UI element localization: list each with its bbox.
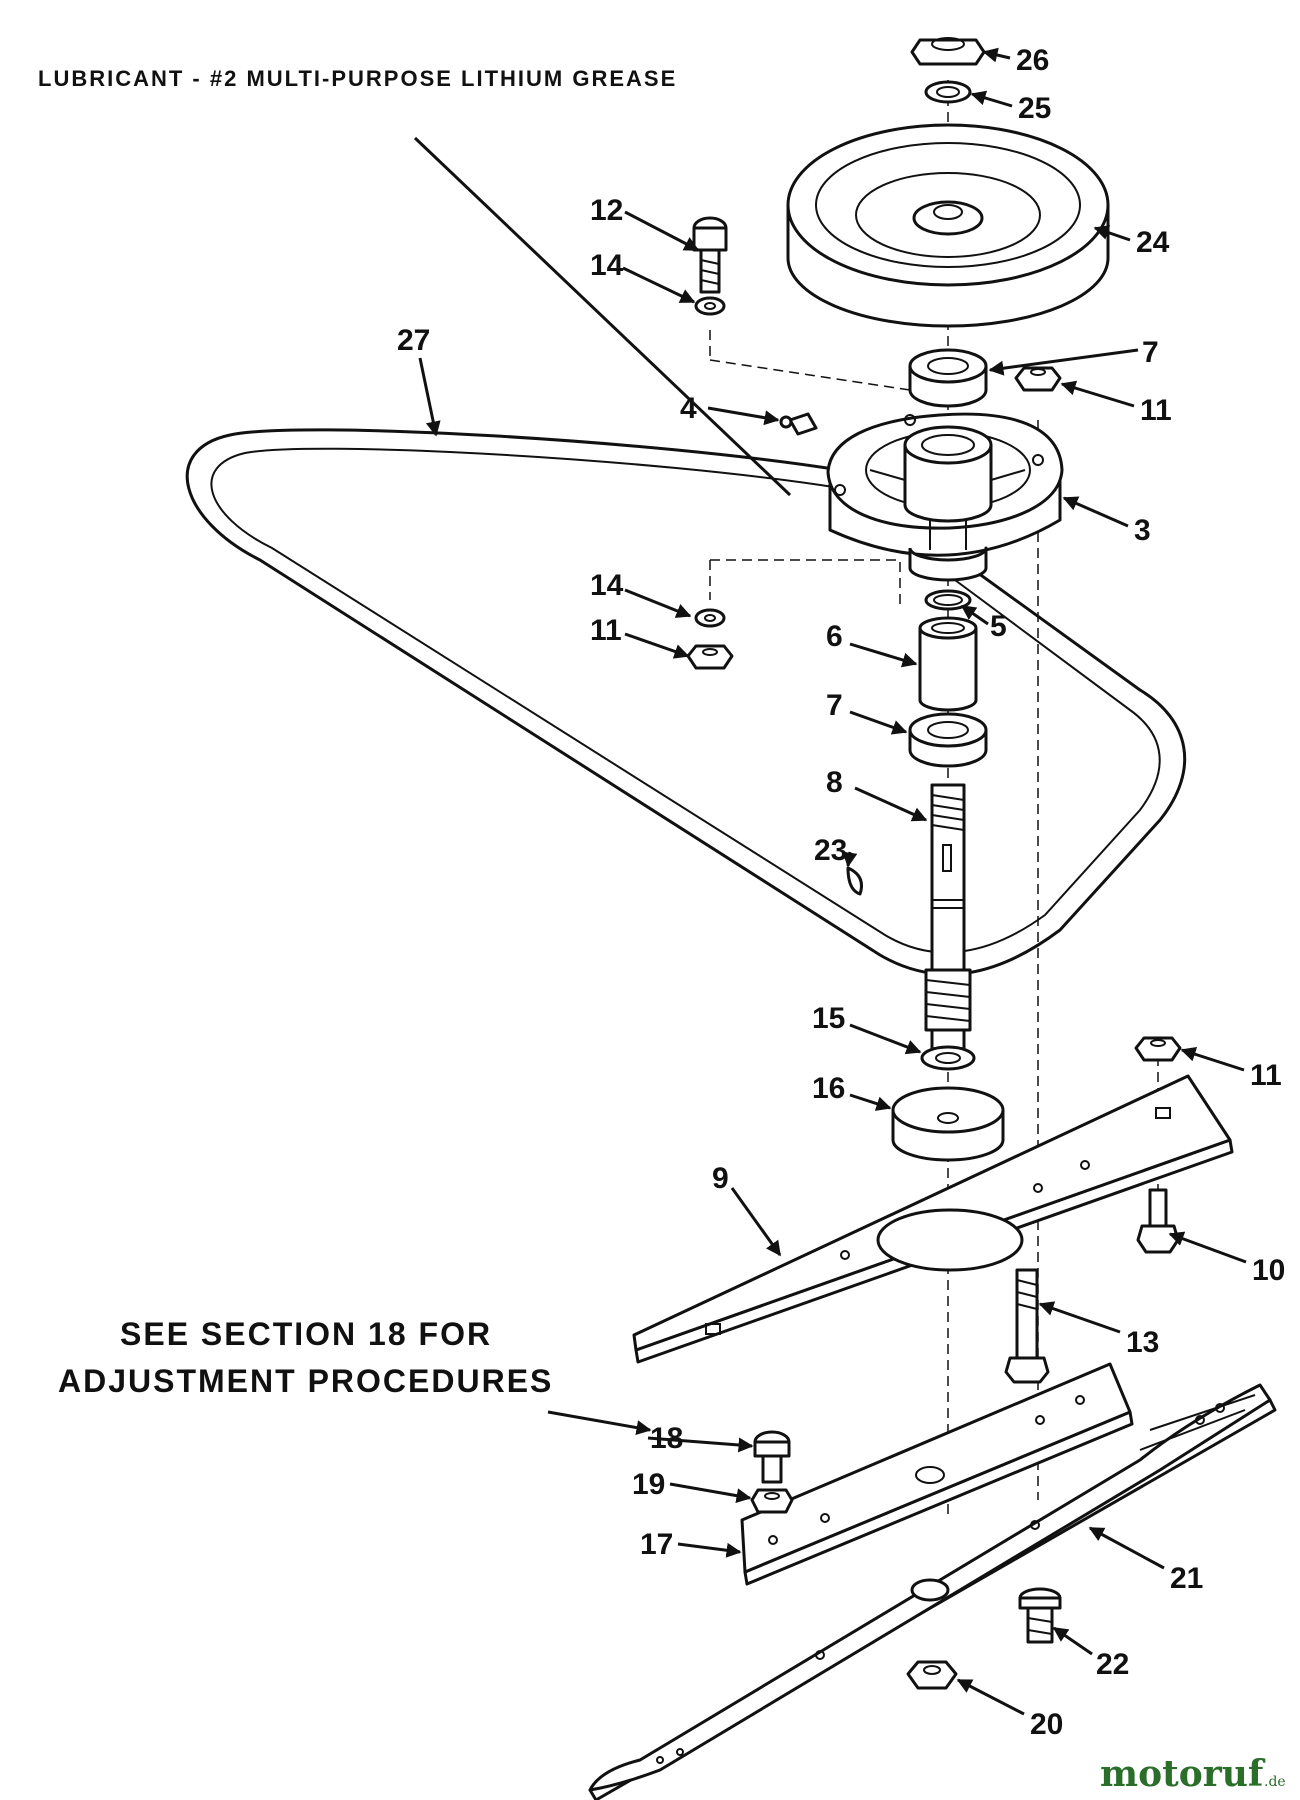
adapter-lock-washer xyxy=(750,1488,794,1514)
lubricant-leader xyxy=(413,136,792,497)
blade-adapter-bar xyxy=(740,1362,1134,1586)
callout-11-left: 11 xyxy=(590,614,622,647)
callout-17: 17 xyxy=(640,1528,673,1561)
watermark-brand: motoruf xyxy=(1100,1753,1266,1795)
callout-14-lower: 14 xyxy=(590,569,624,602)
cutting-blade xyxy=(588,1383,1277,1800)
pulley-washer xyxy=(924,80,972,104)
drive-belt xyxy=(185,428,1187,976)
callout-3: 3 xyxy=(1134,514,1151,547)
retaining-ring xyxy=(924,589,972,611)
callout-18: 18 xyxy=(650,1422,683,1455)
hex-nut-upper xyxy=(1014,366,1062,392)
long-bolt xyxy=(1004,1268,1050,1384)
hex-bolt-plate xyxy=(1136,1188,1180,1254)
section-note-line2: ADJUSTMENT PROCEDURES xyxy=(58,1363,553,1399)
callout-25: 25 xyxy=(1018,92,1051,125)
callout-20: 20 xyxy=(1030,1708,1063,1741)
bearing-upper xyxy=(908,348,988,408)
callout-26: 26 xyxy=(1016,44,1049,77)
callout-19: 19 xyxy=(632,1468,665,1501)
watermark-suffix: .de xyxy=(1264,1774,1286,1790)
callout-15: 15 xyxy=(812,1002,845,1035)
callout-7-lower: 7 xyxy=(826,689,843,722)
blade-plate xyxy=(632,1074,1234,1364)
pulley xyxy=(786,123,1110,328)
callout-27: 27 xyxy=(397,324,430,357)
callout-12: 12 xyxy=(590,194,623,227)
callout-11-right: 11 xyxy=(1250,1059,1282,1092)
callout-13: 13 xyxy=(1126,1326,1159,1359)
blade-bolt xyxy=(1018,1587,1062,1644)
callout-5: 5 xyxy=(990,610,1007,643)
callout-numbers: 26 25 24 12 14 27 7 11 4 3 14 11 5 6 7 8… xyxy=(397,44,1285,1741)
blade-nut xyxy=(906,1660,958,1690)
hex-nut-left xyxy=(686,644,734,670)
callout-23: 23 xyxy=(814,834,847,867)
lock-washer-lower xyxy=(694,608,726,628)
bolt-upper xyxy=(692,216,728,294)
hex-nut-right xyxy=(1134,1036,1182,1062)
callout-7-upper: 7 xyxy=(1142,336,1159,369)
callout-11-upper: 11 xyxy=(1140,394,1172,427)
callout-24: 24 xyxy=(1136,226,1170,259)
callout-9: 9 xyxy=(712,1162,729,1195)
section-note-line1: SEE SECTION 18 FOR xyxy=(120,1316,492,1352)
pulley-nut xyxy=(910,37,986,66)
lock-washer-upper xyxy=(694,296,726,316)
callout-22: 22 xyxy=(1096,1648,1129,1681)
callout-16: 16 xyxy=(812,1072,845,1105)
callout-14-upper: 14 xyxy=(590,249,624,282)
spacer-tube xyxy=(918,616,978,712)
adapter-bolt xyxy=(753,1430,791,1484)
woodruff-key xyxy=(846,866,863,896)
spindle-washer xyxy=(920,1045,976,1071)
callout-10: 10 xyxy=(1252,1254,1285,1287)
callout-6: 6 xyxy=(826,620,843,653)
bearing-lower xyxy=(908,712,988,768)
leader-lines xyxy=(418,47,1247,1716)
spindle-housing xyxy=(826,412,1064,582)
spindle-shaft xyxy=(924,783,972,1067)
callout-8: 8 xyxy=(826,766,843,799)
watermark: motoruf .de xyxy=(1100,1753,1286,1795)
lubricant-note: LUBRICANT - #2 MULTI-PURPOSE LITHIUM GRE… xyxy=(38,66,677,91)
callout-4: 4 xyxy=(680,392,697,425)
grease-fitting xyxy=(779,412,818,436)
callout-21: 21 xyxy=(1170,1562,1203,1595)
blade-cup xyxy=(891,1086,1005,1162)
